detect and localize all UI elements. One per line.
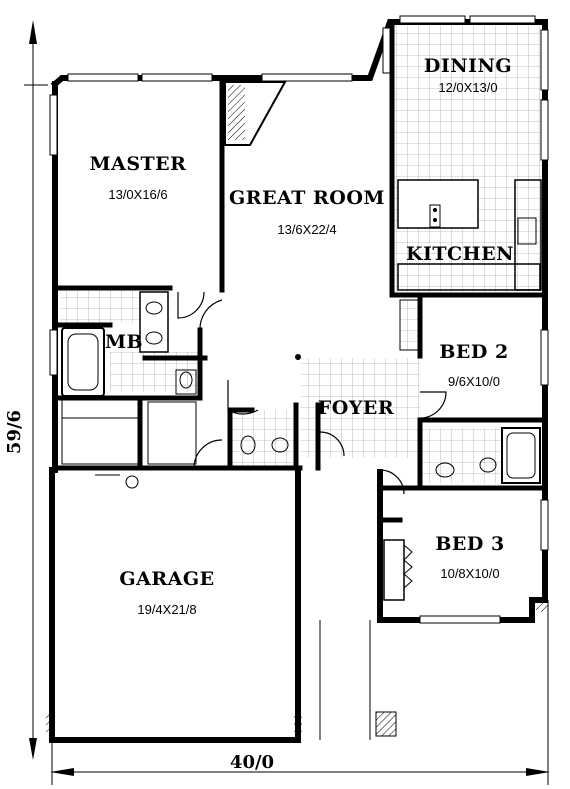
- mb-label: MB: [105, 331, 143, 353]
- dining-label: DINING: [424, 55, 512, 77]
- closets: [61, 299, 419, 601]
- garage-dims: 19/4X21/8: [137, 602, 196, 617]
- master-label: MASTER: [90, 153, 187, 175]
- bed2-label: BED 2: [439, 341, 508, 363]
- great-room-dims: 13/6X22/4: [277, 222, 336, 237]
- kitchen-island: [397, 179, 479, 229]
- depth-dimension-line: [24, 20, 48, 760]
- width-dimension-line: [50, 600, 550, 785]
- hall-bath-fixtures: [435, 427, 541, 484]
- dining-dims: 12/0X13/0: [438, 80, 497, 95]
- foyer-label: FOYER: [318, 397, 394, 419]
- depth-dimension-label: 59/6: [4, 410, 25, 454]
- windows: [49, 15, 549, 624]
- master-toilet: [175, 369, 197, 395]
- doors: [177, 291, 447, 495]
- garage-label: GARAGE: [119, 568, 214, 590]
- master-bath-tub: [61, 327, 105, 397]
- kitchen-label: KITCHEN: [406, 243, 514, 265]
- width-dimension-label: 40/0: [230, 752, 274, 773]
- powder-room-fixtures: [240, 435, 289, 455]
- master-dims: 13/0X16/6: [108, 187, 167, 202]
- kitchen-counters: [397, 179, 542, 291]
- master-bath-sinks: [139, 291, 169, 353]
- bed3-label: BED 3: [435, 533, 504, 555]
- bed2-dims: 9/6X10/0: [448, 374, 500, 389]
- bed3-dims: 10/8X10/0: [440, 566, 499, 581]
- great-room-label: GREAT ROOM: [229, 187, 385, 209]
- entry-details: [46, 354, 548, 740]
- fireplace: [224, 81, 287, 146]
